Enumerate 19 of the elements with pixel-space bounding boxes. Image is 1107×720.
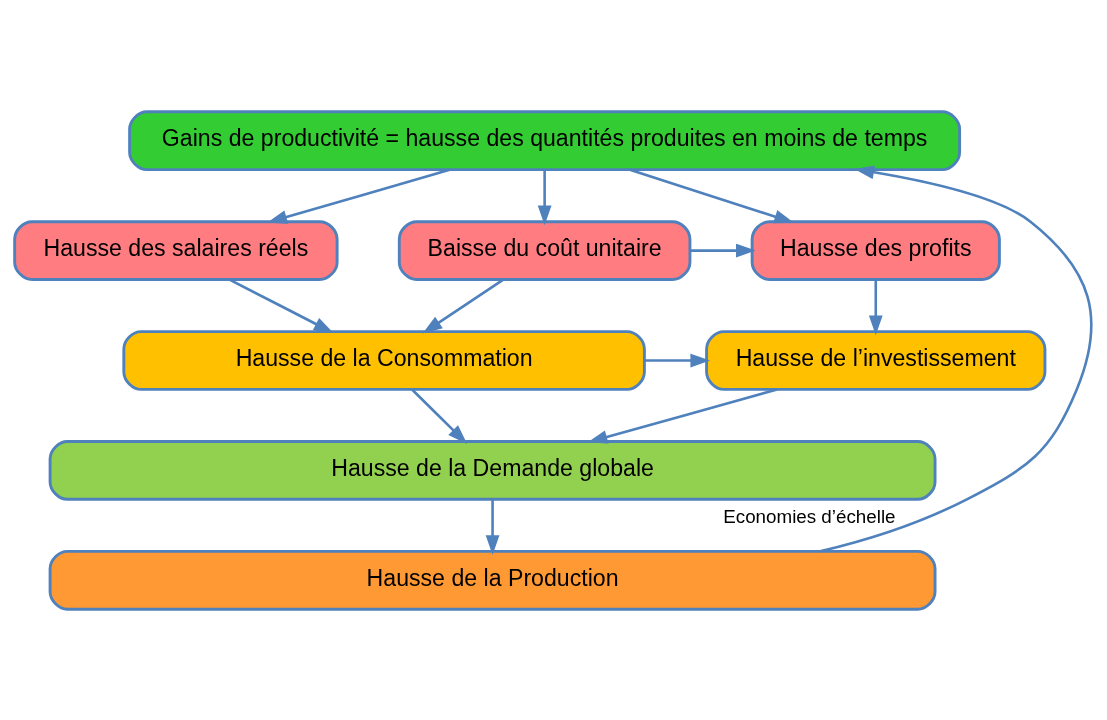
node-box: Hausse de la Consommation [122, 329, 646, 391]
node-box: Hausse de la Production [48, 549, 937, 611]
arrow [868, 279, 883, 335]
arrow [411, 388, 468, 444]
node-box: Gains de productivité = hausse des quantités produites en moins de temps [128, 109, 962, 171]
arrow [690, 243, 756, 257]
arrow [485, 498, 500, 555]
arrow [819, 164, 1093, 553]
arrow [422, 278, 504, 333]
node-box: Hausse des salaires réels [13, 219, 339, 281]
arrow [629, 167, 794, 223]
node-box: Hausse de la Demande globale [48, 439, 937, 501]
node-box: Baisse du coût unitaire [397, 219, 692, 281]
edge-label: Economies d’échelle [723, 505, 896, 527]
arrow [644, 353, 711, 367]
node-box: Hausse de l’investissement [705, 329, 1047, 391]
arrow [537, 169, 552, 225]
arrow [267, 167, 451, 224]
node-box: Hausse des profits [750, 219, 1001, 281]
